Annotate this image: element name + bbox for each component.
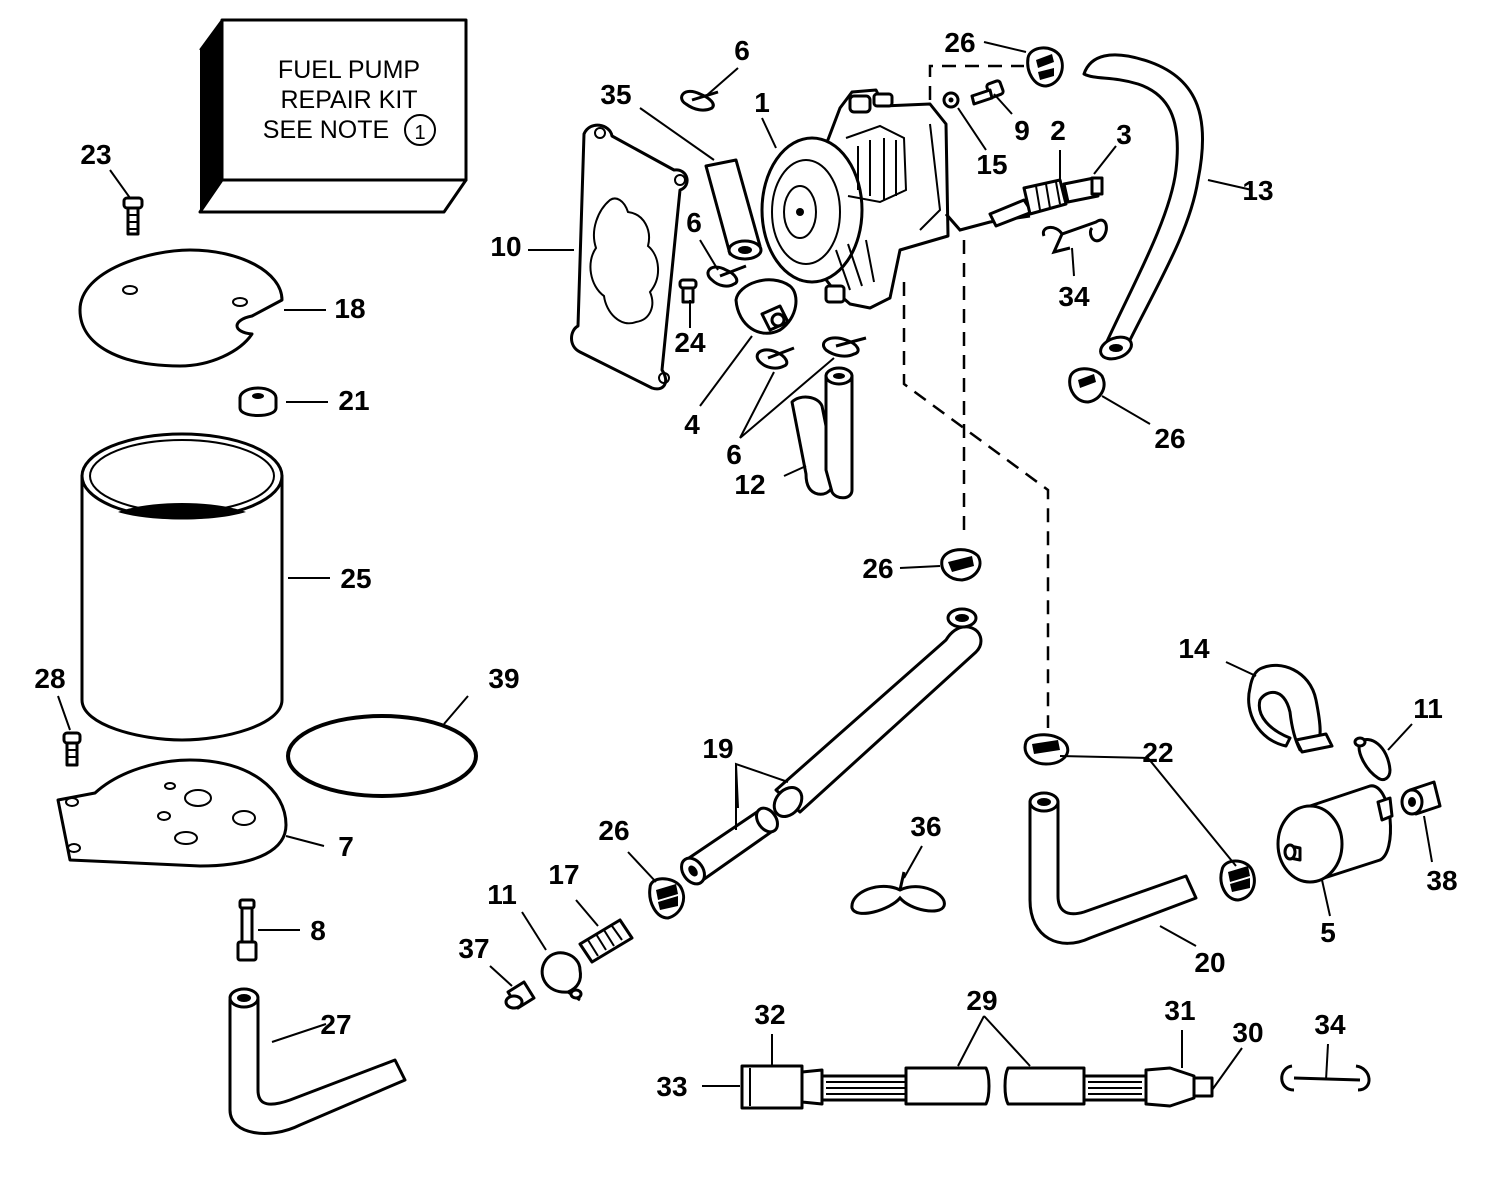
callout-14: 14 <box>1178 633 1210 664</box>
screw-23 <box>122 196 144 236</box>
callout-13: 13 <box>1242 175 1273 206</box>
callout-18: 18 <box>334 293 365 324</box>
base-plate-7 <box>56 758 288 868</box>
callout-4: 4 <box>684 409 700 440</box>
clamp-6-low-b <box>822 336 867 358</box>
tie-36 <box>850 871 946 915</box>
callout-36: 36 <box>910 811 941 842</box>
callout-24: 24 <box>674 327 706 358</box>
fitting-38 <box>1400 780 1442 816</box>
callout-34-upper: 34 <box>1058 281 1090 312</box>
clip-34-upper <box>1041 218 1108 255</box>
callout-26-center: 26 <box>862 553 893 584</box>
hose-27 <box>228 987 407 1135</box>
callout-10: 10 <box>490 231 521 262</box>
clamp-22-b <box>1219 859 1256 902</box>
kit-line-3: SEE NOTE <box>263 116 389 144</box>
clamp-14 <box>1247 663 1334 754</box>
sensor-2-3 <box>988 176 1104 228</box>
callout-32: 32 <box>754 999 785 1030</box>
canister-25 <box>80 432 284 742</box>
screw-24 <box>678 278 698 304</box>
callout-19: 19 <box>702 733 733 764</box>
callout-26-right: 26 <box>1154 423 1185 454</box>
callout-21: 21 <box>338 385 369 416</box>
fitting-37 <box>504 980 536 1010</box>
callout-29: 29 <box>966 985 997 1016</box>
hose-13 <box>1082 53 1205 361</box>
callout-5: 5 <box>1320 917 1336 948</box>
clamp-6-top <box>680 89 719 112</box>
callout-2: 2 <box>1050 115 1066 146</box>
hose-12 <box>790 366 854 500</box>
callout-8: 8 <box>310 915 326 946</box>
callout-6-top: 6 <box>734 35 750 66</box>
washer-15 <box>942 91 960 109</box>
callout-20: 20 <box>1194 947 1225 978</box>
o-ring-39 <box>286 714 478 798</box>
clamp-26-right <box>1068 367 1106 404</box>
callout-37: 37 <box>458 933 489 964</box>
fitting-17 <box>578 918 634 964</box>
repair-kit-box: FUEL PUMP REPAIR KIT SEE NOTE 1 <box>198 18 468 214</box>
filter-5 <box>1276 784 1394 884</box>
cover-plate-18 <box>78 248 284 368</box>
clamp-26-top <box>1026 46 1064 88</box>
callout-22: 22 <box>1142 737 1173 768</box>
callout-3: 3 <box>1116 119 1132 150</box>
screw-9 <box>970 79 1005 106</box>
callout-6-low: 6 <box>726 439 742 470</box>
callout-11-lower: 11 <box>487 879 517 910</box>
clamp-26-lower <box>648 877 685 920</box>
callout-26-top: 26 <box>944 27 975 58</box>
clamp-26-center <box>940 548 982 582</box>
routing-line-c <box>928 64 1024 100</box>
fuel-line-29 <box>740 1064 1214 1110</box>
callout-15: 15 <box>976 149 1007 180</box>
callout-28: 28 <box>34 663 65 694</box>
clamp-6-low-a <box>755 346 795 370</box>
callout-26-lower: 26 <box>598 815 629 846</box>
callout-30: 30 <box>1232 1017 1263 1048</box>
gasket-10 <box>570 123 689 391</box>
hose-20 <box>1028 791 1198 945</box>
hose-35 <box>704 158 763 261</box>
callout-34-lower: 34 <box>1314 1009 1346 1040</box>
clamp-11-lower <box>540 951 583 1002</box>
kit-line-2: REPAIR KIT <box>280 86 417 114</box>
callout-9: 9 <box>1014 115 1030 146</box>
callout-23: 23 <box>80 139 111 170</box>
callout-33: 33 <box>656 1071 687 1102</box>
clamp-22-a <box>1023 733 1070 766</box>
callout-31: 31 <box>1164 995 1195 1026</box>
callout-39: 39 <box>488 663 519 694</box>
kit-line-1: FUEL PUMP <box>278 56 420 84</box>
callout-12: 12 <box>734 469 765 500</box>
pin-8 <box>236 898 258 962</box>
note-number: 1 <box>414 122 425 144</box>
routing-line-b <box>902 282 1050 728</box>
note-circle <box>404 114 436 146</box>
screw-28 <box>62 731 82 767</box>
clamp-6-mid <box>706 264 747 288</box>
callout-17: 17 <box>548 859 579 890</box>
callout-numbers: 23 18 21 25 28 39 7 8 27 10 6 35 1 6 24 … <box>34 27 1457 1102</box>
callout-7: 7 <box>338 831 354 862</box>
hose-19-short <box>680 806 779 886</box>
valve-4 <box>734 278 798 335</box>
callout-35: 35 <box>600 79 631 110</box>
callout-27: 27 <box>320 1009 351 1040</box>
fuel-pump-1 <box>760 88 1031 310</box>
callout-1: 1 <box>754 87 770 118</box>
callout-25: 25 <box>340 563 371 594</box>
leader-lines <box>57 41 1433 1091</box>
hose-19-long <box>772 607 983 818</box>
grommet-21 <box>238 386 278 417</box>
callout-6-mid: 6 <box>686 207 702 238</box>
clamp-11-right <box>1353 736 1392 782</box>
callout-11-right: 11 <box>1413 693 1443 724</box>
callout-38: 38 <box>1426 865 1457 896</box>
